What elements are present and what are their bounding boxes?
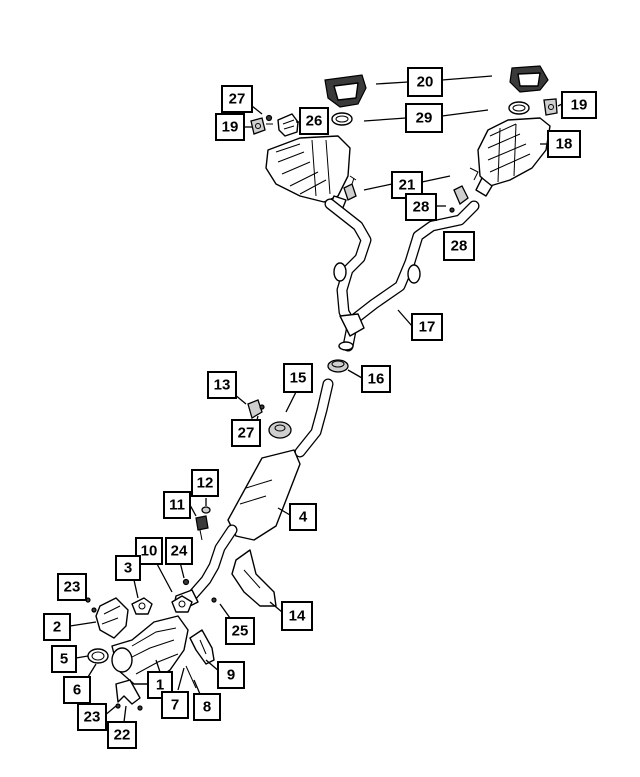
parts-illustration xyxy=(85,65,558,711)
exhaust-tip-left xyxy=(324,74,367,108)
oxygen-sensor xyxy=(195,515,209,541)
callout-28-lower: 28 xyxy=(443,231,475,261)
callout-15-text: 15 xyxy=(290,370,307,387)
callout-2: 2 xyxy=(43,613,71,641)
callout-11: 11 xyxy=(163,491,191,519)
callout-4: 4 xyxy=(289,503,317,531)
callout-27-mid-text: 27 xyxy=(238,425,255,442)
callout-6-text: 6 xyxy=(73,682,81,699)
callout-12-text: 12 xyxy=(197,475,214,492)
callout-13-text: 13 xyxy=(214,377,231,394)
callout-27-top: 27 xyxy=(221,85,253,113)
callout-27-top-text: 27 xyxy=(229,91,246,108)
callout-23-upper: 23 xyxy=(57,573,87,601)
callout-6: 6 xyxy=(63,676,91,704)
exhaust-tip-right xyxy=(509,65,549,93)
callout-7: 7 xyxy=(161,691,189,719)
callout-16: 16 xyxy=(361,365,391,393)
callout-3: 3 xyxy=(115,555,141,581)
callout-12: 12 xyxy=(191,469,219,497)
callout-3-text: 3 xyxy=(124,560,132,577)
callout-9-text: 9 xyxy=(227,667,235,684)
callout-15: 15 xyxy=(283,363,313,393)
bracket-22 xyxy=(115,679,141,705)
clamp-left xyxy=(331,112,353,126)
callout-1-text: 1 xyxy=(156,677,164,694)
callout-24-text: 24 xyxy=(171,543,188,560)
hanger-left xyxy=(343,175,357,201)
callout-7-text: 7 xyxy=(171,697,179,714)
callout-28-upper: 28 xyxy=(405,193,437,221)
callout-2-text: 2 xyxy=(53,619,61,636)
callout-8: 8 xyxy=(193,693,221,721)
nut-24 xyxy=(182,578,190,586)
callout-22: 22 xyxy=(107,721,137,749)
manifold-gasket xyxy=(131,597,153,615)
callout-17: 17 xyxy=(411,313,443,341)
callout-28-lower-text: 28 xyxy=(451,238,468,255)
callout-21-text: 21 xyxy=(399,177,416,194)
callout-4-text: 4 xyxy=(299,509,308,526)
callout-9: 9 xyxy=(217,661,245,689)
bolt-top xyxy=(265,114,273,125)
support-bracket xyxy=(185,629,215,689)
flange-gasket xyxy=(171,595,193,613)
callout-28-upper-text: 28 xyxy=(413,199,430,216)
callout-19-right: 19 xyxy=(561,91,597,119)
muffler-left xyxy=(265,135,351,211)
callout-20: 20 xyxy=(407,67,443,97)
callout-14-text: 14 xyxy=(289,608,306,625)
hanger-right xyxy=(453,167,479,206)
callout-19-left: 19 xyxy=(215,113,245,141)
heat-shield xyxy=(231,549,277,607)
callout-25: 25 xyxy=(225,617,255,645)
callout-8-text: 8 xyxy=(203,699,211,716)
callout-18: 18 xyxy=(547,130,581,158)
callout-29-text: 29 xyxy=(416,110,433,127)
callout-13: 13 xyxy=(207,371,237,399)
callout-23-upper-text: 23 xyxy=(64,579,81,596)
callout-26-text: 26 xyxy=(306,113,323,130)
sensor-washer xyxy=(201,506,211,514)
hanger-mid xyxy=(247,399,265,419)
band-clamp xyxy=(327,359,349,373)
catalytic-converter xyxy=(111,615,189,685)
callout-24: 24 xyxy=(165,537,193,565)
callout-labels: 20 27 19 26 29 19 18 21 xyxy=(43,67,597,749)
callout-23-lower: 23 xyxy=(77,703,107,731)
hanger-bracket xyxy=(277,113,299,137)
isolator-mid xyxy=(268,421,292,439)
callout-25-text: 25 xyxy=(232,623,249,640)
callout-10-text: 10 xyxy=(141,543,158,560)
callout-11-text: 11 xyxy=(169,497,185,514)
rear-y-pipe xyxy=(324,198,480,352)
callout-22-text: 22 xyxy=(114,727,131,744)
callout-16-text: 16 xyxy=(368,371,385,388)
callout-23-lower-text: 23 xyxy=(84,709,101,726)
callout-20-text: 20 xyxy=(417,74,434,91)
isolator-right xyxy=(543,98,558,116)
callout-19-left-text: 19 xyxy=(222,119,239,136)
ring-gasket xyxy=(87,648,109,664)
isolator-left xyxy=(250,117,266,135)
muffler-right xyxy=(475,117,551,197)
callout-27-mid: 27 xyxy=(231,419,261,447)
callout-14: 14 xyxy=(281,601,313,631)
front-pipe xyxy=(95,597,129,639)
callout-26: 26 xyxy=(299,107,329,135)
callout-5: 5 xyxy=(51,645,77,673)
callout-5-text: 5 xyxy=(60,651,68,668)
clamp-right xyxy=(508,101,530,115)
callout-19-right-text: 19 xyxy=(571,97,588,114)
callout-18-text: 18 xyxy=(556,136,573,153)
callout-17-text: 17 xyxy=(419,319,436,336)
callout-29: 29 xyxy=(405,103,443,133)
